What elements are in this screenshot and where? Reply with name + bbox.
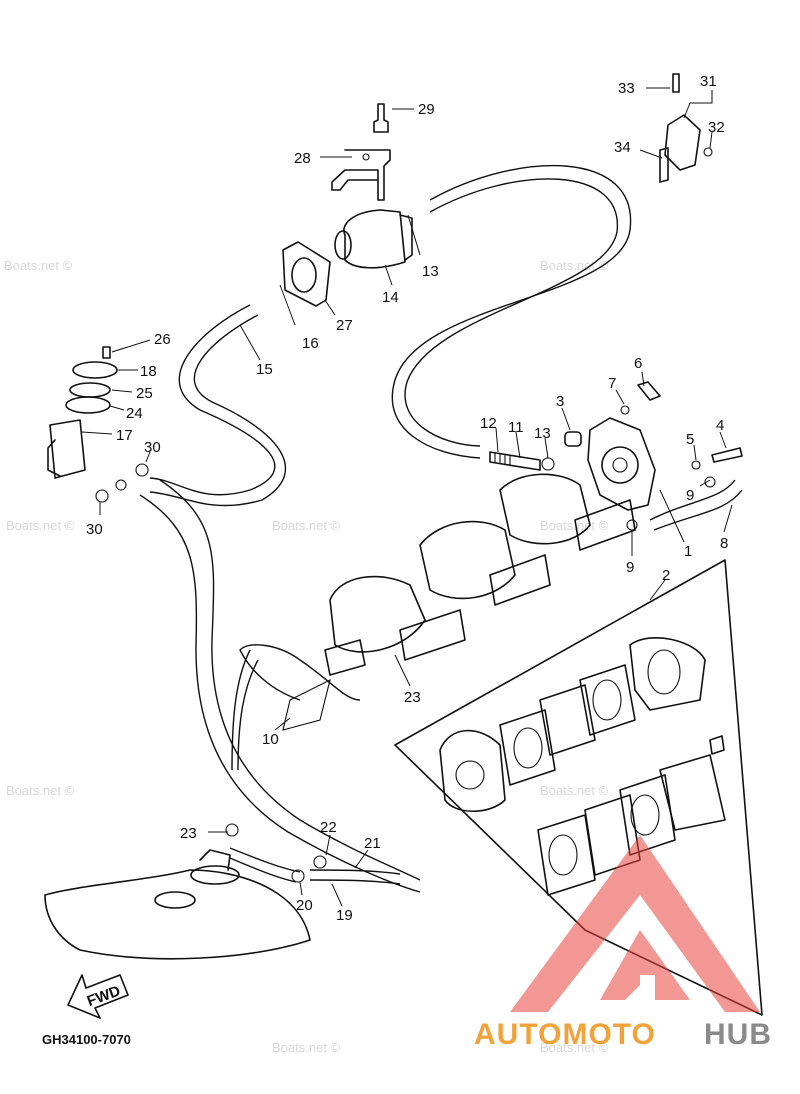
label-18: 18 — [140, 363, 157, 380]
label-21: 21 — [364, 835, 381, 852]
hoses — [139, 164, 743, 893]
brand-name-part1: AUTOMOTO — [474, 1018, 656, 1051]
brand-name-part2: HUB — [704, 1018, 772, 1051]
watermark-text: Boats.net © — [540, 783, 609, 798]
filter-holder — [282, 241, 331, 307]
drawing-code: GH34100-7070 — [42, 1032, 131, 1047]
forward-arrow: FWD — [67, 974, 129, 1019]
watermark-text: Boats.net © — [272, 518, 341, 533]
label-3: 3 — [556, 393, 564, 410]
brand-logo-mark — [600, 930, 690, 1000]
watermark-text: Boats.net © — [6, 518, 75, 533]
label-26: 26 — [154, 331, 171, 348]
brand-logo: AUTOMOTO HUB — [474, 835, 772, 1051]
label-8: 8 — [720, 535, 728, 552]
fuel-filter — [334, 209, 413, 269]
watermark-text: Boats.net © — [6, 783, 75, 798]
label-28: 28 — [294, 150, 311, 167]
fuel-pump — [489, 381, 743, 531]
label-23: 23 — [180, 825, 197, 842]
label-22: 22 — [320, 819, 337, 836]
label-2: 2 — [662, 567, 670, 584]
bolt-29 — [373, 103, 389, 133]
watermark-text: Boats.net © — [540, 1040, 609, 1055]
leader-lines — [81, 87, 733, 907]
label-6: 6 — [634, 355, 642, 372]
label-20: 20 — [296, 897, 313, 914]
label-34: 34 — [614, 139, 631, 156]
label-33: 33 — [618, 80, 635, 97]
label-16: 16 — [302, 335, 319, 352]
label-27: 27 — [336, 317, 353, 334]
label-30: 30 — [144, 439, 161, 456]
label-15: 15 — [256, 361, 273, 378]
carburetor-bank — [282, 473, 636, 731]
label-4: 4 — [716, 417, 724, 434]
label-11: 11 — [508, 419, 524, 436]
watermark-text: Boats.net © — [540, 258, 609, 273]
label-1: 1 — [684, 543, 692, 560]
label-31: 31 — [700, 73, 717, 90]
part-labels: 29 28 13 14 27 16 15 26 18 25 24 17 30 3… — [86, 73, 728, 924]
label-30: 30 — [86, 521, 103, 538]
label-19: 19 — [336, 907, 353, 924]
label-25: 25 — [136, 385, 153, 402]
watermark-text: Boats.net © — [272, 1040, 341, 1055]
filter-bracket — [331, 149, 391, 201]
watermark-text: Boats.net © — [540, 518, 609, 533]
label-13: 13 — [534, 425, 551, 442]
left-fittings — [47, 346, 149, 503]
label-5: 5 — [686, 431, 694, 448]
label-32: 32 — [708, 119, 725, 136]
label-9: 9 — [626, 559, 634, 576]
watermark-text: Boats.net © — [4, 258, 73, 273]
label-14: 14 — [382, 289, 399, 306]
label-17: 17 — [116, 427, 133, 444]
label-10: 10 — [262, 731, 279, 748]
label-13: 13 — [422, 263, 439, 280]
label-9: 9 — [686, 487, 694, 504]
watermarks: Boats.net © Boats.net © Boats.net © Boat… — [4, 258, 609, 1055]
brand-logo-triangle — [510, 835, 760, 1012]
label-24: 24 — [126, 405, 143, 422]
fuel-tank — [44, 823, 401, 960]
label-29: 29 — [418, 101, 435, 118]
clamp-assembly — [659, 73, 713, 183]
label-12: 12 — [480, 415, 497, 432]
label-23: 23 — [404, 689, 421, 706]
label-7: 7 — [608, 375, 616, 392]
